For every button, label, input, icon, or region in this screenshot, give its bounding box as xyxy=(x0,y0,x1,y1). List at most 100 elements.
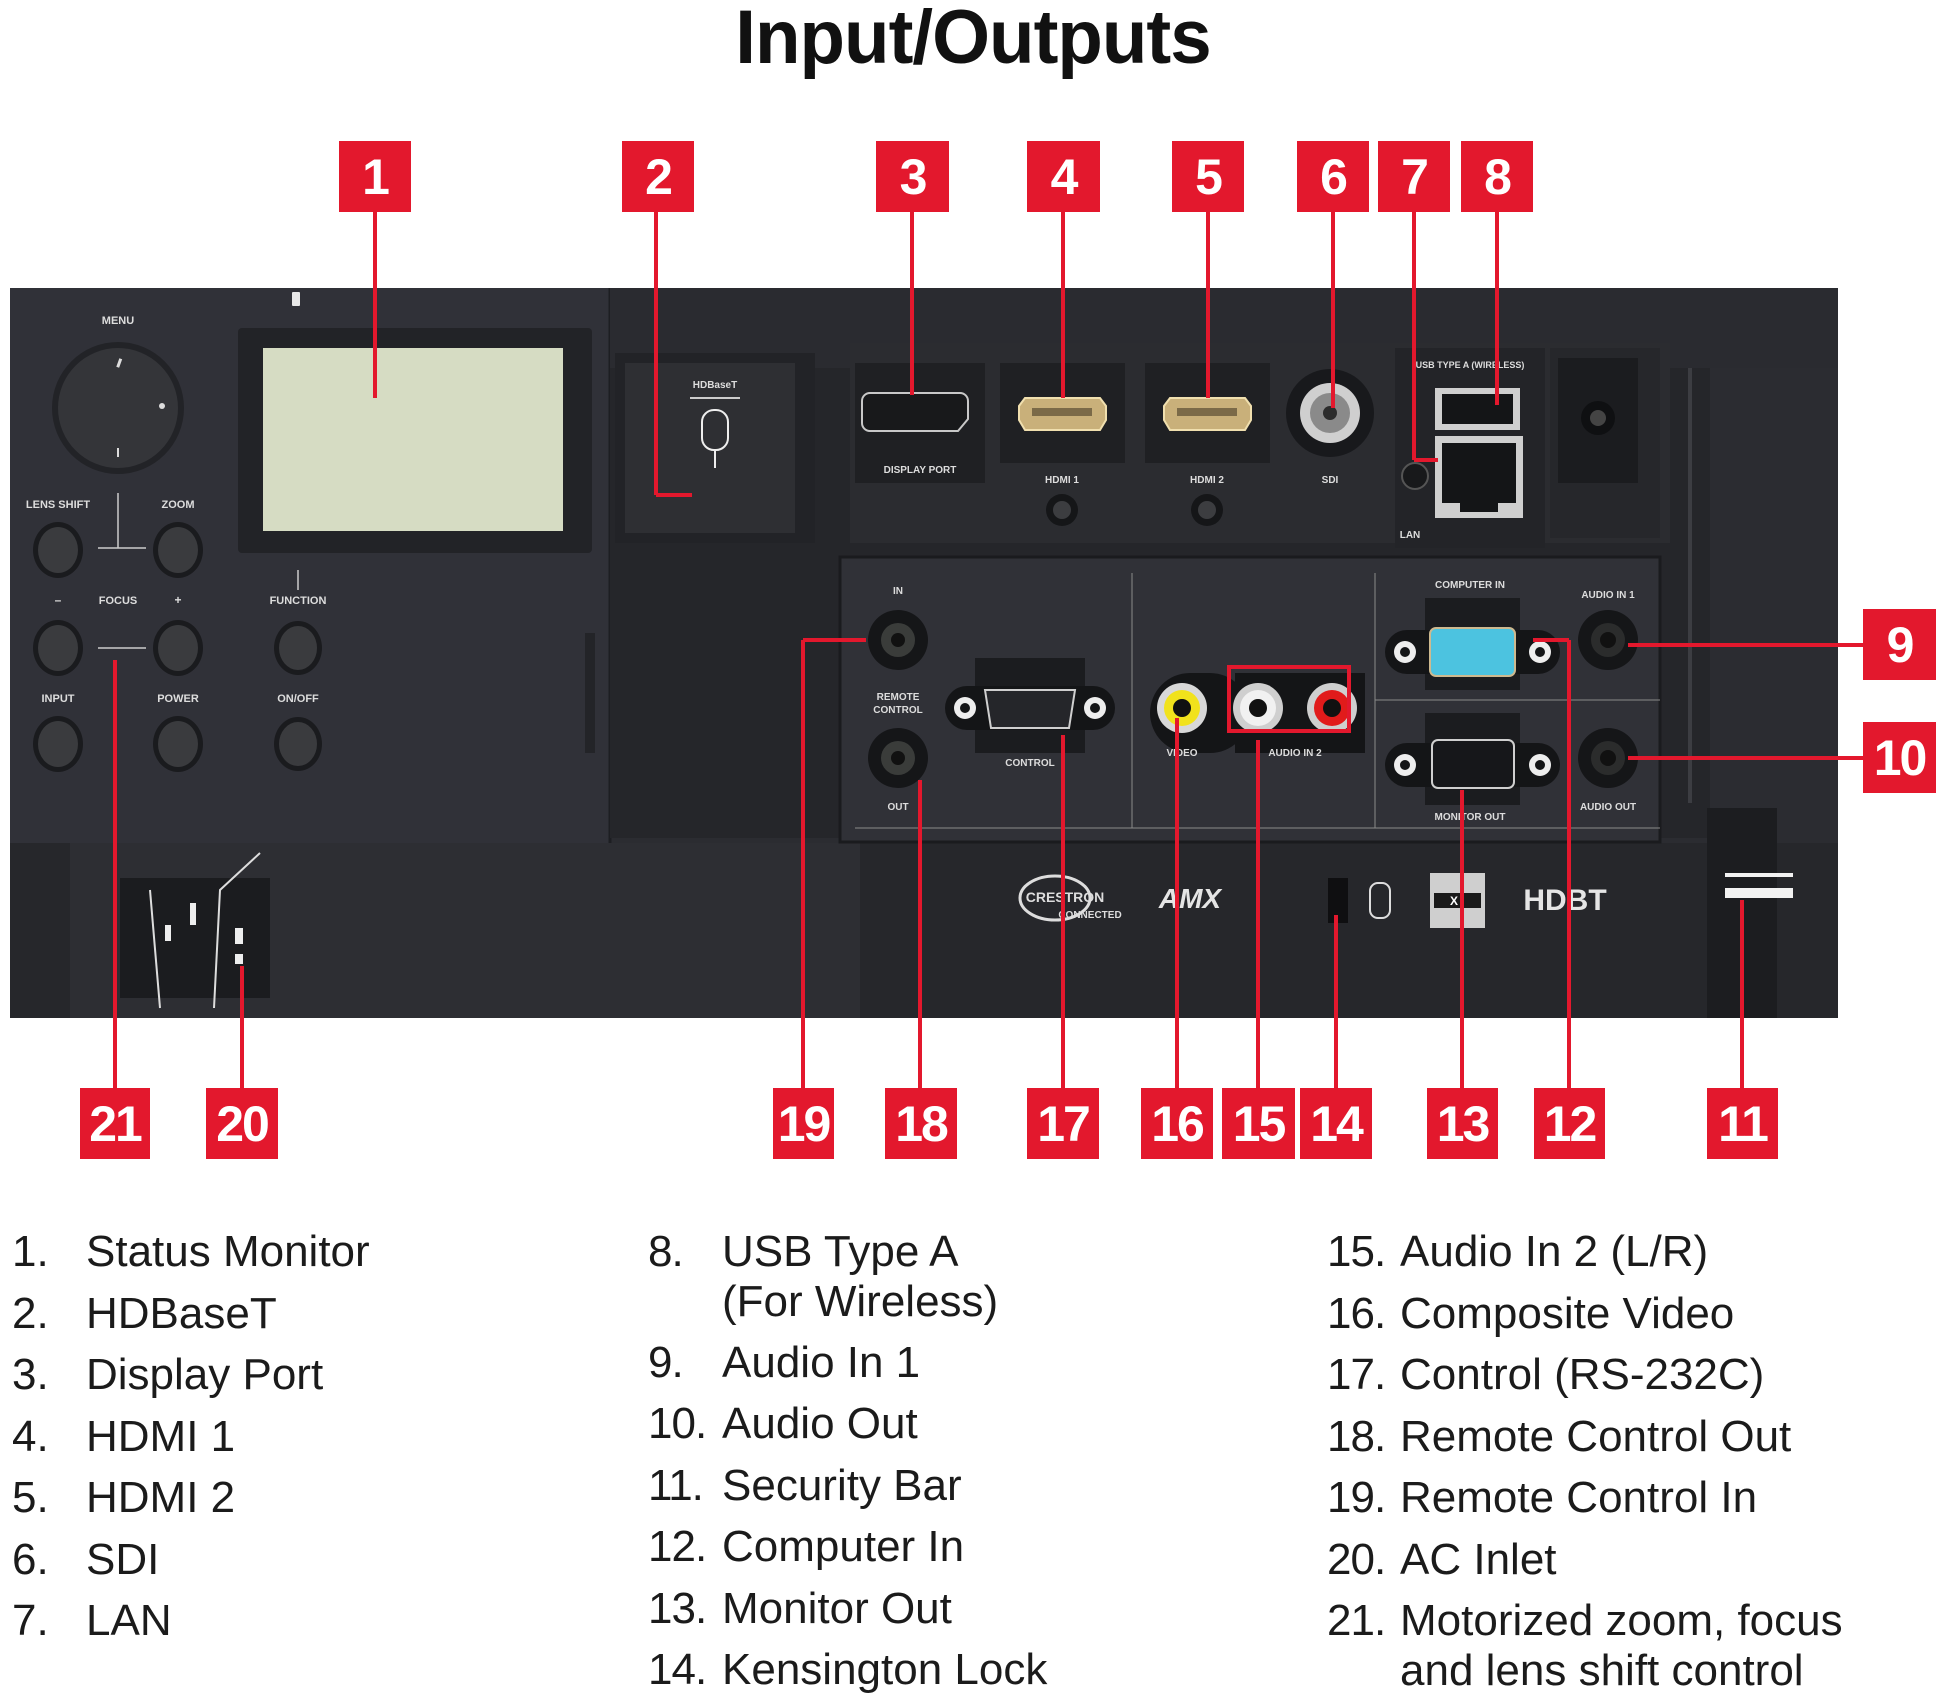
leader-18 xyxy=(918,780,922,1088)
sdi-bnc-connector: SDI xyxy=(1286,369,1374,486)
legend-number: 21. xyxy=(1327,1596,1386,1645)
hdbt-logo: HDBT xyxy=(1523,884,1606,917)
leader-12 xyxy=(1567,640,1571,1088)
callout-17: 17 xyxy=(1027,1088,1099,1159)
callout-21: 21 xyxy=(80,1088,150,1159)
panel-artwork: MENU LENS SHIFT ZOOM – FOCUS + FUNCTION … xyxy=(10,288,1838,1018)
legend-label: HDBaseT xyxy=(86,1288,277,1338)
on-off-button-icon xyxy=(274,717,322,771)
legend-label: Status Monitor xyxy=(86,1227,370,1276)
leader-12b xyxy=(1533,638,1569,642)
leader-7b xyxy=(1414,458,1438,462)
leader-13 xyxy=(1460,790,1464,1088)
callout-7: 7 xyxy=(1378,141,1450,212)
callout-13: 13 xyxy=(1427,1088,1498,1159)
callout-4: 4 xyxy=(1027,141,1100,212)
legend-label: SDI xyxy=(86,1534,160,1584)
dial-icon xyxy=(52,342,184,474)
focus-minus-button-icon xyxy=(33,620,83,676)
audio-out-jack: AUDIO OUT xyxy=(1578,728,1638,813)
leader-2 xyxy=(654,212,658,495)
function-button-icon xyxy=(274,621,322,675)
callout-11: 11 xyxy=(1707,1088,1778,1159)
audio-in2-highlight-box xyxy=(1227,665,1351,733)
leader-8 xyxy=(1495,212,1499,405)
leader-7 xyxy=(1412,212,1416,460)
callout-9: 9 xyxy=(1863,609,1936,680)
leader-1 xyxy=(373,212,377,398)
power-button-icon xyxy=(153,716,203,772)
legend-number: 4. xyxy=(12,1411,49,1461)
leader-14 xyxy=(1334,915,1338,1088)
legend-label: Composite Video xyxy=(1400,1288,1735,1338)
kensington-slot-icon xyxy=(1328,878,1391,923)
focus-plus-button-icon xyxy=(153,620,203,676)
svg-text:VIDEO: VIDEO xyxy=(1166,748,1197,759)
svg-text:AUDIO IN 2: AUDIO IN 2 xyxy=(1268,748,1322,759)
callout-2: 2 xyxy=(622,141,694,212)
legend-number: 12. xyxy=(648,1522,707,1572)
legend-label: Audio Out xyxy=(722,1399,918,1449)
legend-label: Audio In 2 (L/R) xyxy=(1400,1227,1709,1276)
rs232c-connector: CONTROL xyxy=(945,658,1115,769)
leader-17 xyxy=(1061,735,1065,1088)
callout-6: 6 xyxy=(1297,141,1369,212)
legend-number: 6. xyxy=(12,1534,49,1584)
legend-label: Remote Control Out xyxy=(1400,1411,1792,1461)
leader-5 xyxy=(1206,212,1210,398)
svg-text:SDI: SDI xyxy=(1322,475,1339,486)
callout-5: 5 xyxy=(1172,141,1244,212)
projector-rear-panel: MENU LENS SHIFT ZOOM – FOCUS + FUNCTION … xyxy=(10,288,1838,1018)
legend-label: Computer In xyxy=(722,1522,965,1572)
svg-text:X: X xyxy=(1450,894,1458,908)
legend-label: HDMI 2 xyxy=(86,1473,236,1522)
svg-text:ZOOM: ZOOM xyxy=(162,499,195,511)
legend-number: 8. xyxy=(648,1227,684,1276)
svg-text:POWER: POWER xyxy=(157,693,199,705)
leader-21 xyxy=(113,660,117,1088)
leader-16 xyxy=(1175,718,1179,1088)
crestron-logo: CRESTRON CONNECTED xyxy=(1018,874,1122,922)
svg-text:CONTROL: CONTROL xyxy=(1005,758,1054,769)
hdmi1-connector: HDMI 1 xyxy=(1000,363,1125,526)
monitor-out-vga: MONITOR OUT xyxy=(1385,713,1560,823)
legend-number: 20. xyxy=(1327,1534,1386,1584)
svg-text:AUDIO OUT: AUDIO OUT xyxy=(1580,802,1636,813)
leader-11 xyxy=(1740,900,1744,1088)
remote-in-jack: IN REMOTE CONTROL xyxy=(868,586,928,716)
leader-3 xyxy=(910,212,914,395)
leader-4 xyxy=(1061,212,1065,398)
legend-label: HDMI 1 xyxy=(86,1411,236,1461)
legend-number: 9. xyxy=(648,1337,684,1387)
svg-text:HDMI 1: HDMI 1 xyxy=(1045,475,1079,486)
svg-text:FOCUS: FOCUS xyxy=(99,595,138,607)
svg-text:MONITOR OUT: MONITOR OUT xyxy=(1435,812,1506,823)
leader-9 xyxy=(1628,643,1863,647)
leader-10 xyxy=(1628,756,1863,760)
ac-inlet-icon xyxy=(120,852,270,1009)
legend-number: 13. xyxy=(648,1583,707,1633)
svg-text:USB TYPE A (WIRELESS): USB TYPE A (WIRELESS) xyxy=(1416,360,1525,370)
legend-number: 1. xyxy=(12,1227,49,1276)
remote-out-jack: OUT xyxy=(868,728,928,813)
legend-label: USB Type A xyxy=(722,1227,959,1276)
callout-10: 10 xyxy=(1863,722,1936,793)
svg-text:AUDIO IN 1: AUDIO IN 1 xyxy=(1581,590,1635,601)
legend-number: 16. xyxy=(1327,1288,1386,1338)
svg-text:MENU: MENU xyxy=(102,315,134,327)
legend-label: Motorized zoom, focus xyxy=(1400,1596,1843,1645)
svg-text:REMOTE: REMOTE xyxy=(877,692,920,703)
callout-16: 16 xyxy=(1141,1088,1213,1159)
callout-15: 15 xyxy=(1222,1088,1295,1159)
svg-text:LAN: LAN xyxy=(1400,530,1421,541)
callout-14: 14 xyxy=(1300,1088,1372,1159)
callout-12: 12 xyxy=(1534,1088,1605,1159)
callout-20: 20 xyxy=(206,1088,278,1159)
zoom-button-icon xyxy=(153,522,203,578)
svg-text:HDBaseT: HDBaseT xyxy=(693,380,737,391)
status-monitor-lcd xyxy=(238,328,592,553)
legend-label: Monitor Out xyxy=(722,1583,952,1633)
usb-lan-block: USB TYPE A (WIRELESS) LAN xyxy=(1395,348,1545,548)
legend-label: LAN xyxy=(86,1596,172,1645)
callout-8: 8 xyxy=(1461,141,1533,212)
